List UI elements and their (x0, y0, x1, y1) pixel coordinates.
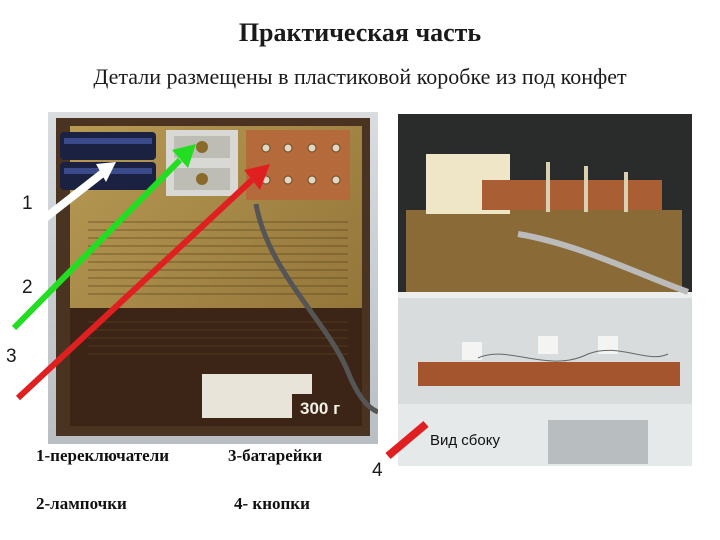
marker-4: 4 (372, 460, 383, 481)
marker-3: 3 (6, 346, 17, 367)
arrow-2-head (172, 144, 196, 168)
legend-switches: 1-переключатели (36, 446, 170, 465)
legend-buttons: 4- кнопки (234, 494, 310, 513)
arrow-2 (11, 157, 183, 331)
marker-2: 2 (22, 277, 33, 298)
side-view-caption: Вид сбоку (430, 432, 500, 449)
marker-1: 1 (22, 193, 33, 214)
legend-batteries: 3-батарейки (228, 446, 323, 465)
arrow-1-head (96, 162, 116, 182)
slide-subtitle: Детали размещены в пластиковой коробке и… (93, 64, 627, 89)
legend-lamps: 2-лампочки (36, 494, 127, 513)
arrow-3-head (244, 164, 270, 190)
price-tag: 300 г (300, 399, 340, 418)
arrow-1 (37, 168, 107, 226)
box-top-photo: 300 г (48, 112, 378, 444)
side-view-photo (398, 114, 692, 466)
arrow-3 (15, 177, 255, 401)
slide-title: Практическая часть (238, 18, 482, 47)
arrow-4 (385, 420, 429, 460)
